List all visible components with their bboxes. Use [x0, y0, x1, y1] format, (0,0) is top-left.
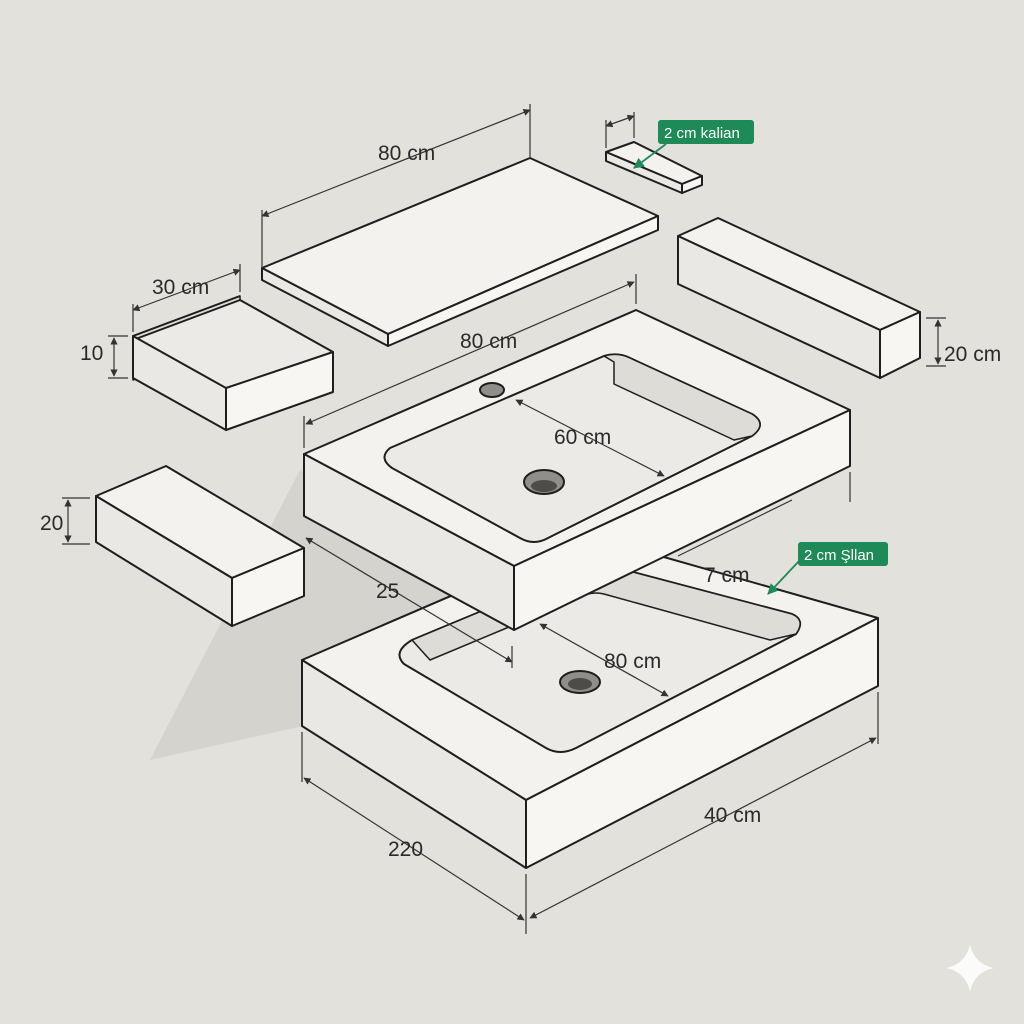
dimension-right-block-height: 20 cm — [926, 317, 1001, 367]
label-base-depth: 40 cm — [704, 804, 761, 827]
tag-lower-text: 2 cm Şllan — [804, 547, 874, 564]
dimension-top-panel-width: 80 cm — [261, 104, 531, 268]
dimension-base-depth: 40 cm — [529, 692, 879, 919]
label-left-block-height: 20 — [40, 512, 63, 535]
label-right-block-height: 20 cm — [944, 343, 1001, 366]
tag-lower: 2 cm Şllan — [767, 542, 888, 595]
dimension-small-bar — [605, 112, 635, 148]
label-base-inner-width: 80 cm — [604, 650, 661, 673]
dimension-sink-width: 80 cm — [303, 274, 637, 448]
dimension-sink-depth: 25 — [305, 472, 851, 663]
left-block — [95, 465, 305, 627]
tag-small-bar: 2 cm kalian — [633, 120, 754, 169]
dimension-tray-width: 30 cm — [132, 264, 241, 332]
label-basin-width: 60 cm — [554, 426, 611, 449]
label-lower-side-depth: 7 cm — [704, 564, 750, 587]
right-block — [677, 217, 921, 379]
dimension-basin-width: 60 cm — [515, 399, 665, 477]
label-base-length: 220 — [388, 838, 423, 861]
small-bar — [605, 141, 703, 194]
label-sink-width: 80 cm — [460, 330, 517, 353]
dimension-tray-height: 10 — [80, 335, 128, 379]
sparkle-icon — [946, 944, 994, 992]
tag-small-bar-text: 2 cm kalian — [664, 125, 740, 142]
label-sink-depth: 25 — [376, 580, 399, 603]
dimension-lower-side: 7 cm — [677, 499, 793, 587]
label-tray-height: 10 — [80, 342, 103, 365]
label-tray-width: 30 cm — [152, 276, 209, 299]
dimension-left-block-height: 20 — [40, 497, 90, 545]
open-tray — [132, 295, 334, 431]
label-top-panel-width: 80 cm — [378, 142, 435, 165]
top-panel — [261, 157, 659, 347]
dimension-base-length: 220 — [301, 732, 527, 934]
